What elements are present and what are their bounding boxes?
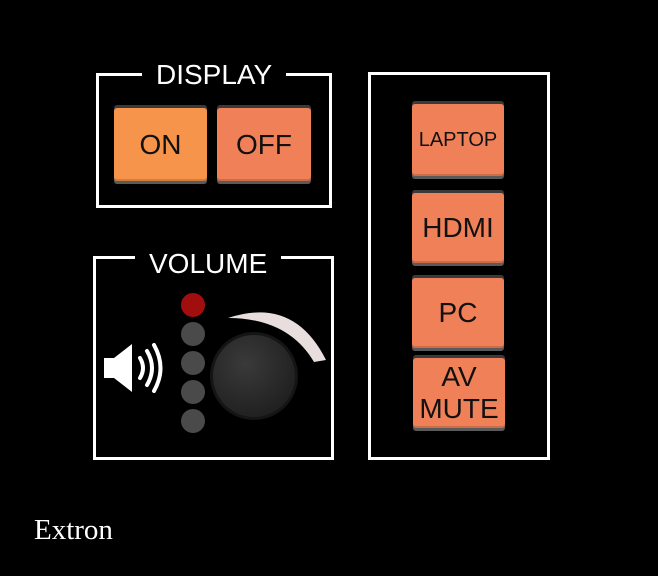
av-mute-button[interactable]: AV MUTE	[413, 358, 505, 428]
speaker-icon	[104, 343, 163, 393]
volume-knob-arc	[228, 312, 326, 362]
volume-led-2	[181, 322, 205, 346]
pc-button[interactable]: PC	[412, 278, 504, 348]
volume-led-5	[181, 409, 205, 433]
display-off-button[interactable]: OFF	[217, 108, 311, 181]
display-title: DISPLAY	[142, 60, 287, 90]
volume-led-4	[181, 380, 205, 404]
volume-led-3	[181, 351, 205, 375]
volume-led-1	[181, 293, 205, 317]
source-panel	[368, 72, 550, 460]
display-on-button[interactable]: ON	[114, 108, 207, 181]
laptop-button[interactable]: LAPTOP	[412, 104, 504, 176]
volume-knob[interactable]	[206, 304, 330, 424]
hdmi-button[interactable]: HDMI	[412, 193, 504, 263]
brand-logo: Extron	[34, 514, 113, 546]
volume-title: VOLUME	[135, 249, 282, 279]
